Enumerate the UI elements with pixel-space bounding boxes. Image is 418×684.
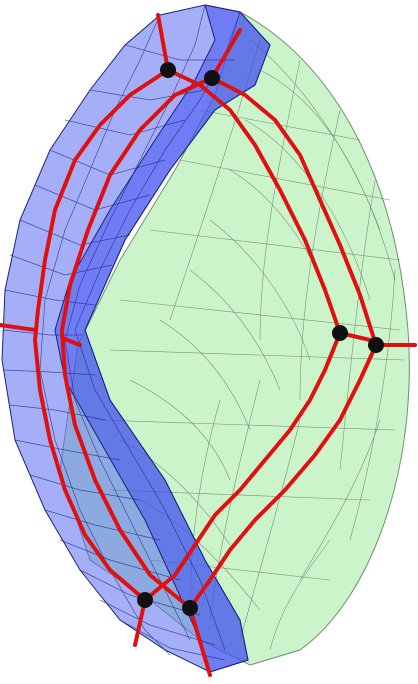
right-inner-loop	[188, 76, 378, 610]
red-paths	[0, 13, 417, 677]
vertex-right-outer	[368, 337, 384, 353]
vertices	[137, 62, 384, 616]
blue-mesh	[2, 4, 241, 661]
blue-band-inner-strip	[54, 4, 271, 673]
outer-left-loop	[33, 68, 170, 602]
stub-top-left	[156, 13, 170, 72]
vertex-bottom-right	[182, 600, 198, 616]
stub-top-right	[210, 28, 242, 80]
vertex-right-inner	[332, 325, 348, 341]
right-outer-loop	[143, 68, 342, 602]
stub-bottom-right	[188, 606, 212, 677]
stub-left	[0, 323, 37, 332]
inner-left-loop	[60, 76, 214, 610]
green-mesh	[99, 39, 406, 651]
vertex-top-left	[160, 62, 176, 78]
vertex-bottom-left	[137, 592, 153, 608]
stub-left-inner	[60, 336, 82, 347]
vertex-top-right	[204, 70, 220, 86]
